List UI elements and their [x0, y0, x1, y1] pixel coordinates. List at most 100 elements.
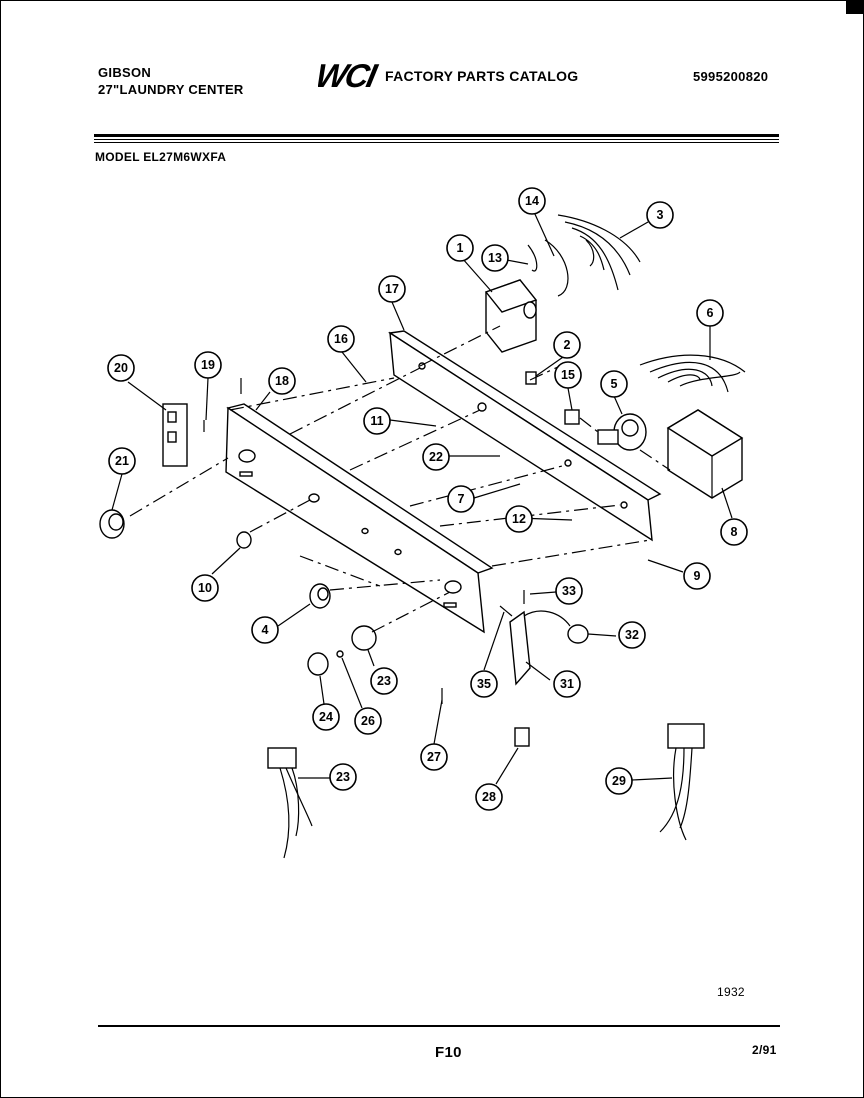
svg-text:21: 21 — [115, 454, 129, 468]
callout-20: 20 — [107, 354, 135, 382]
valve-part — [597, 413, 647, 451]
callout-23-upper: 23 — [370, 667, 398, 695]
callout-29: 29 — [605, 767, 633, 795]
callout-8: 8 — [720, 518, 748, 546]
callout-26: 26 — [354, 707, 382, 735]
svg-text:3: 3 — [657, 208, 664, 222]
knob-4 — [309, 583, 331, 609]
callout-1: 1 — [446, 234, 474, 262]
callout-14: 14 — [518, 187, 546, 215]
svg-text:19: 19 — [201, 358, 215, 372]
svg-text:35: 35 — [477, 677, 491, 691]
knob-21 — [99, 509, 125, 539]
callout-15: 15 — [554, 361, 582, 389]
svg-text:20: 20 — [114, 361, 128, 375]
harness-23 — [267, 747, 313, 859]
svg-text:31: 31 — [560, 677, 574, 691]
model-label: MODEL EL27M6WXFA — [95, 150, 227, 164]
svg-text:26: 26 — [361, 714, 375, 728]
svg-text:32: 32 — [625, 628, 639, 642]
callout-33: 33 — [555, 577, 583, 605]
callout-23-lower: 23 — [329, 763, 357, 791]
svg-text:15: 15 — [561, 368, 575, 382]
svg-text:23: 23 — [377, 674, 391, 688]
callout-16: 16 — [327, 325, 355, 353]
corner-mark — [846, 0, 864, 14]
svg-text:9: 9 — [694, 569, 701, 583]
header-rule-mid — [94, 139, 779, 140]
callout-11: 11 — [363, 407, 391, 435]
footer-rule — [98, 1025, 780, 1027]
switch-part — [525, 371, 537, 385]
rear-bracket — [388, 330, 662, 542]
svg-text:24: 24 — [319, 710, 333, 724]
callout-31: 31 — [553, 670, 581, 698]
callout-9: 9 — [683, 562, 711, 590]
control-box — [666, 409, 744, 499]
catalog-title: FACTORY PARTS CATALOG — [385, 68, 579, 84]
callout-12: 12 — [505, 505, 533, 533]
callout-24: 24 — [312, 703, 340, 731]
callout-22: 22 — [422, 443, 450, 471]
product-name: 27"LAUNDRY CENTER — [98, 82, 244, 97]
svg-text:23: 23 — [336, 770, 350, 784]
switch-assembly — [162, 403, 188, 467]
svg-text:17: 17 — [385, 282, 399, 296]
callout-18: 18 — [268, 367, 296, 395]
button-10 — [236, 531, 252, 549]
svg-text:28: 28 — [482, 790, 496, 804]
callout-17: 17 — [378, 275, 406, 303]
callout-35: 35 — [470, 670, 498, 698]
callout-5: 5 — [600, 370, 628, 398]
header-rule-top — [94, 134, 779, 137]
svg-text:10: 10 — [198, 581, 212, 595]
harness-13 — [527, 244, 538, 272]
harness-29 — [659, 723, 705, 841]
svg-text:8: 8 — [731, 525, 738, 539]
svg-text:16: 16 — [334, 332, 348, 346]
svg-text:12: 12 — [512, 512, 526, 526]
svg-text:7: 7 — [458, 492, 465, 506]
svg-text:11: 11 — [370, 414, 383, 428]
console-panel — [225, 403, 494, 634]
harness-3 — [557, 214, 641, 291]
leader-lines — [111, 211, 733, 785]
callout-4: 4 — [251, 616, 279, 644]
callout-10: 10 — [191, 574, 219, 602]
figure-code: 1932 — [717, 985, 745, 999]
svg-text:13: 13 — [488, 251, 502, 265]
catalog-number: 5995200820 — [693, 69, 769, 84]
svg-text:29: 29 — [612, 774, 626, 788]
svg-text:22: 22 — [429, 450, 443, 464]
callout-3: 3 — [646, 201, 674, 229]
brand-name: GIBSON — [98, 65, 152, 80]
callout-19: 19 — [194, 351, 222, 379]
callout-2: 2 — [553, 331, 581, 359]
svg-text:6: 6 — [707, 306, 714, 320]
callout-21: 21 — [108, 447, 136, 475]
svg-text:18: 18 — [275, 374, 289, 388]
relay-part — [564, 409, 580, 425]
harness-6 — [639, 354, 746, 393]
svg-text:5: 5 — [611, 377, 618, 391]
dial-parts — [307, 625, 377, 676]
date-code: 2/91 — [752, 1043, 777, 1057]
svg-text:27: 27 — [427, 750, 441, 764]
wci-logo-text: WCI — [318, 58, 381, 92]
connector-28 — [514, 727, 530, 747]
callout-7: 7 — [447, 485, 475, 513]
harness-14 — [544, 239, 569, 297]
callout-27: 27 — [420, 743, 448, 771]
svg-text:1: 1 — [457, 241, 464, 255]
timer-part — [484, 279, 538, 353]
light-bracket — [499, 605, 589, 686]
svg-text:14: 14 — [525, 194, 539, 208]
callout-6: 6 — [696, 299, 724, 327]
wci-logo: WCI — [318, 58, 381, 92]
svg-text:33: 33 — [562, 584, 576, 598]
svg-text:2: 2 — [564, 338, 571, 352]
callout-28: 28 — [475, 783, 503, 811]
header-rule-bottom — [94, 142, 779, 143]
callout-32: 32 — [618, 621, 646, 649]
